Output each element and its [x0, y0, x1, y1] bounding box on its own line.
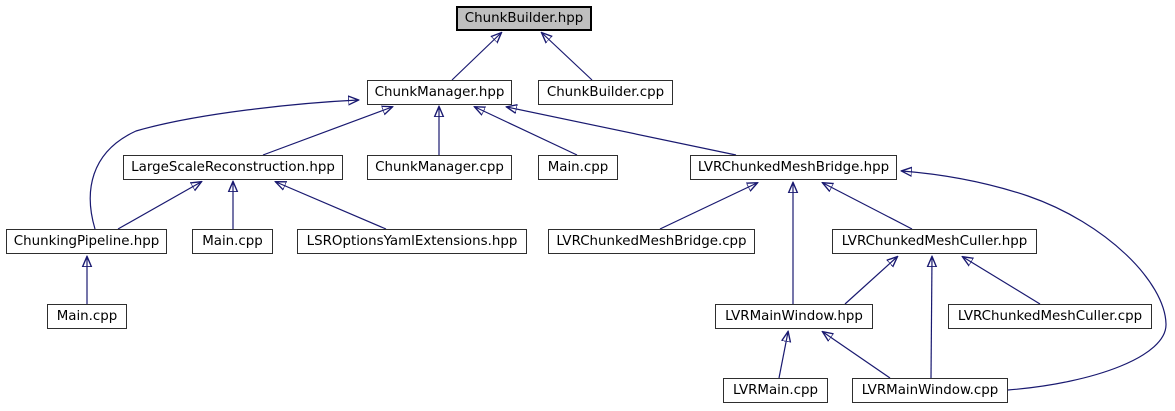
node-chunkbuilder-cpp[interactable]: ChunkBuilder.cpp [538, 80, 673, 105]
node-chunkmanager-cpp[interactable]: ChunkManager.cpp [367, 155, 512, 180]
edge-lvrmainwindow-hpp-to-lvrchunkedmeshculler-hpp [844, 257, 897, 305]
edge-chunkmanager-hpp-to-chunkbuilder-hpp [451, 33, 501, 81]
edge-chunkingpipeline-hpp-to-largescalereconstruction-hpp [117, 182, 201, 230]
node-largescalereconstruction-hpp[interactable]: LargeScaleReconstruction.hpp [123, 155, 343, 180]
node-main-cpp-3[interactable]: Main.cpp [47, 304, 127, 329]
edge-lsroptionsyamlextensions-hpp-to-largescalereconstruction-hpp [276, 182, 387, 230]
edge-chunkingpipeline-hpp-to-chunkmanager-hpp [89, 100, 358, 230]
node-main-cpp-2[interactable]: Main.cpp [192, 229, 273, 254]
node-main-cpp-1[interactable]: Main.cpp [538, 155, 618, 180]
edge-lvrmain-cpp-to-lvrmainwindow-hpp [778, 332, 788, 379]
node-lvrmainwindow-cpp[interactable]: LVRMainWindow.cpp [852, 378, 1008, 403]
node-lvrmainwindow-hpp[interactable]: LVRMainWindow.hpp [715, 304, 873, 329]
edge-lvrmainwindow-cpp-to-lvrchunkedmeshbridge-hpp [902, 171, 1167, 391]
node-lvrchunkedmeshbridge-cpp[interactable]: LVRChunkedMeshBridge.cpp [548, 229, 755, 254]
node-chunkingpipeline-hpp[interactable]: ChunkingPipeline.hpp [6, 229, 167, 254]
edge-lvrmainwindow-cpp-to-lvrchunkedmeshculler-hpp [931, 257, 932, 379]
edge-lvrchunkedmeshculler-hpp-to-lvrchunkedmeshbridge-hpp [823, 183, 913, 230]
node-lvrchunkedmeshbridge-hpp[interactable]: LVRChunkedMeshBridge.hpp [690, 155, 897, 180]
edge-chunkbuilder-cpp-to-chunkbuilder-hpp [542, 33, 593, 81]
node-chunkbuilder-hpp[interactable]: ChunkBuilder.hpp [456, 6, 592, 31]
node-lvrchunkedmeshculler-cpp[interactable]: LVRChunkedMeshCuller.cpp [948, 304, 1152, 329]
edge-lvrchunkedmeshbridge-hpp-to-chunkmanager-hpp [507, 107, 737, 156]
edge-lvrchunkedmeshculler-cpp-to-lvrchunkedmeshculler-hpp [963, 257, 1041, 305]
edge-lvrmainwindow-cpp-to-lvrmainwindow-hpp [823, 332, 891, 379]
node-chunkmanager-hpp[interactable]: ChunkManager.hpp [367, 80, 512, 105]
edge-largescalereconstruction-hpp-to-chunkmanager-hpp [262, 107, 392, 156]
node-lvrmain-cpp[interactable]: LVRMain.cpp [723, 378, 828, 403]
edge-main-cpp-1-to-chunkmanager-hpp [475, 107, 578, 156]
node-lsroptionsyamlextensions-hpp[interactable]: LSROptionsYamlExtensions.hpp [297, 229, 527, 254]
node-lvrchunkedmeshculler-hpp[interactable]: LVRChunkedMeshCuller.hpp [832, 229, 1037, 254]
edge-lvrchunkedmeshbridge-cpp-to-lvrchunkedmeshbridge-hpp [659, 183, 757, 230]
